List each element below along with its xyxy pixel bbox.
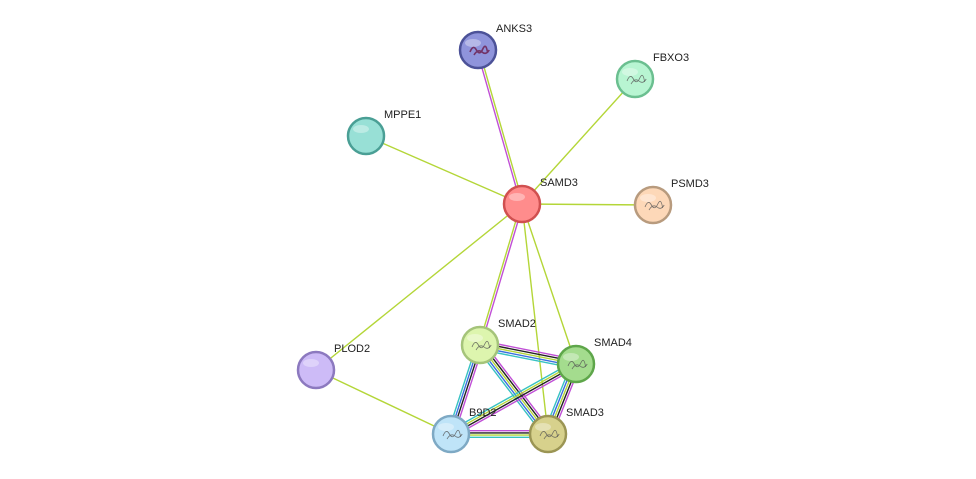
edge-evidence-line [450,364,578,436]
protein-structure-icon [539,429,560,440]
node-smad4[interactable]: SMAD4 [556,337,632,384]
edge-evidence-line [365,135,523,205]
protein-structure-icon [471,340,492,351]
edge-evidence-line [315,203,523,371]
edge-samd3-plod2[interactable] [315,203,523,371]
node-highlight [563,353,579,361]
node-smad3[interactable]: SMAD3 [528,407,604,454]
node-circle[interactable] [528,414,568,454]
node-circle[interactable] [431,414,471,454]
edge-samd3-smad3[interactable] [521,203,549,435]
node-highlight [467,334,483,342]
protein-structure-icon [469,45,490,56]
node-circle[interactable] [633,185,673,225]
node-mppe1[interactable]: MPPE1 [346,109,421,156]
edge-evidence-line [476,49,522,206]
node-samd3[interactable]: SAMD3 [502,177,578,224]
node-label: PSMD3 [671,178,709,190]
edge-evidence-line [449,362,577,434]
node-circle[interactable] [458,30,498,70]
node-highlight [465,39,481,47]
edge-samd3-smad2[interactable] [478,202,524,347]
node-label: FBXO3 [653,52,689,64]
node-label: ANKS3 [496,23,532,35]
protein-structure-icon [567,359,588,370]
edge-evidence-line [451,366,579,438]
node-highlight [303,359,319,367]
edge-samd3-anks3[interactable] [476,48,524,206]
edge-plod2-b9d2[interactable] [315,369,452,435]
node-circle[interactable] [502,184,542,224]
edge-evidence-line [521,203,654,206]
node-label: SMAD3 [566,407,604,419]
edge-evidence-line [315,369,452,435]
edge-samd3-mppe1[interactable] [365,135,523,205]
node-plod2[interactable]: PLOD2 [296,343,370,390]
node-label: PLOD2 [334,343,370,355]
edge-evidence-line [521,203,549,435]
protein-structure-icon [442,429,463,440]
node-highlight [640,194,656,202]
edge-evidence-line [521,203,577,365]
edge-smad4-b9d2[interactable] [448,360,579,438]
node-highlight [622,68,638,76]
edge-samd3-psmd3[interactable] [521,203,654,206]
edge-samd3-smad4[interactable] [521,203,577,365]
node-label: SMAD4 [594,337,632,349]
node-highlight [353,125,369,133]
node-circle[interactable] [615,59,655,99]
node-label: MPPE1 [384,109,421,121]
node-circle[interactable] [460,325,500,365]
node-psmd3[interactable]: PSMD3 [633,178,709,225]
protein-structure-icon [644,200,665,211]
node-label: SAMD3 [540,177,578,189]
node-smad2[interactable]: SMAD2 [460,318,536,365]
edges-layer [315,48,654,438]
node-circle[interactable] [296,350,336,390]
node-highlight [438,423,454,431]
node-circle[interactable] [346,116,386,156]
node-anks3[interactable]: ANKS3 [458,23,532,70]
node-highlight [535,423,551,431]
edge-samd3-fbxo3[interactable] [521,78,636,205]
node-fbxo3[interactable]: FBXO3 [615,52,689,99]
node-label: SMAD2 [498,318,536,330]
edge-evidence-line [480,203,524,347]
edge-evidence-line [521,78,636,205]
edge-evidence-line [478,48,524,205]
edge-evidence-line [478,202,522,346]
node-highlight [509,193,525,201]
node-circle[interactable] [556,344,596,384]
edge-evidence-line [448,360,576,432]
node-label: B9D2 [469,407,497,419]
protein-structure-icon [626,74,647,85]
node-b9d2[interactable]: B9D2 [431,407,497,454]
